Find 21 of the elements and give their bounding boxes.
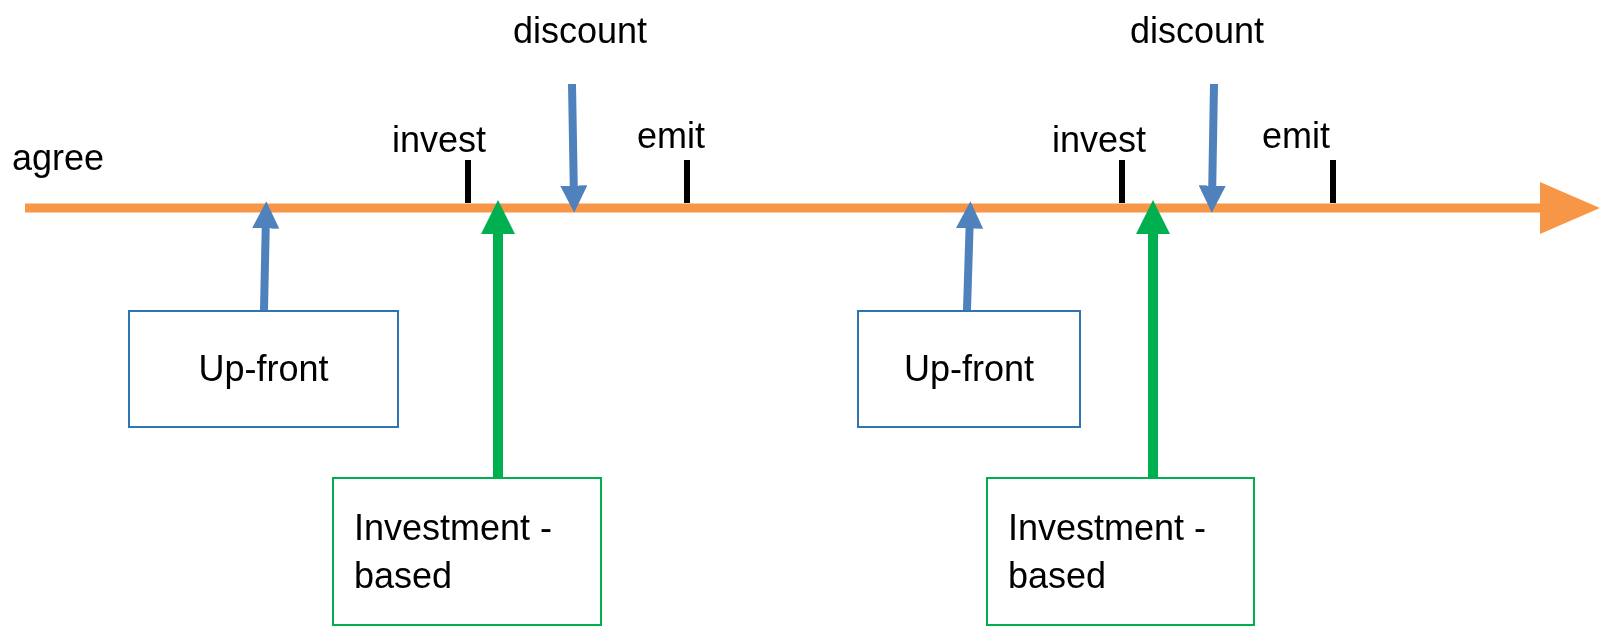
box-text: Investment -based xyxy=(354,505,554,598)
note-box xyxy=(857,310,1081,428)
tick-label: emit xyxy=(637,114,705,158)
tick-label: invest xyxy=(392,118,487,162)
box-text: Up-front xyxy=(198,347,329,391)
box-text: Investment -based xyxy=(1008,505,1208,598)
timeline-start-label: agree xyxy=(12,136,105,180)
arrow xyxy=(560,83,588,213)
arrow xyxy=(481,200,515,477)
note-box xyxy=(128,310,399,428)
arrow xyxy=(955,201,984,311)
box-text: Up-front xyxy=(903,347,1034,391)
note-box xyxy=(986,477,1255,626)
note-box xyxy=(332,477,602,626)
arrow xyxy=(252,201,280,311)
tick-label: invest xyxy=(1052,118,1147,162)
tick-label: emit xyxy=(1262,114,1330,158)
box-text: discount xyxy=(512,9,648,53)
box-text: discount xyxy=(1129,9,1265,53)
arrow xyxy=(1198,83,1226,213)
arrow xyxy=(1136,200,1170,477)
